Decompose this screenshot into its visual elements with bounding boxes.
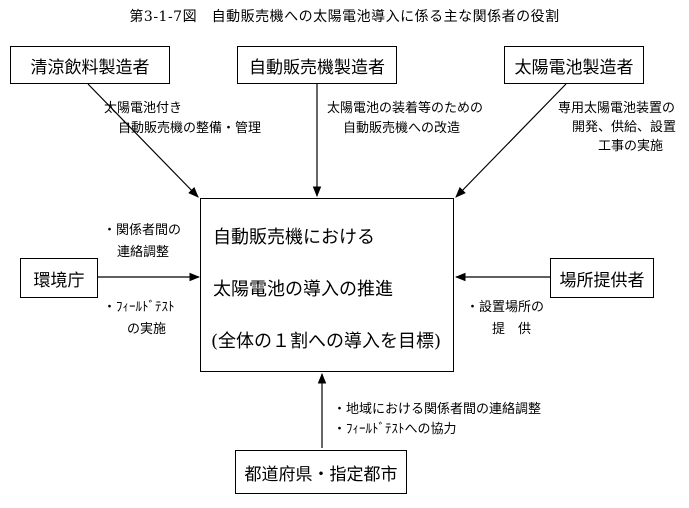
label-environment-bottom-2: の実施 <box>127 322 167 337</box>
box-environment-agency-label: 環境庁 <box>33 270 85 291</box>
label-environment-bottom-1: ・ﾌｨｰﾙﾄﾞﾃｽﾄ <box>103 300 175 315</box>
label-site-1: ・設置場所の <box>466 300 545 315</box>
label-site-2: 提 供 <box>492 322 532 337</box>
center-line-3: (全体の１割への導入を目標) <box>211 331 442 352</box>
box-site-provider: 場所提供者 <box>550 258 654 298</box>
box-soft-drink-maker-label: 清涼飲料製造者 <box>30 57 150 78</box>
label-soft-drink-2: 自動販売機の整備・管理 <box>118 121 262 136</box>
center-line-2: 太陽電池の導入の推進 <box>213 279 393 300</box>
label-environment-top-1: ・関係者間の <box>103 223 182 238</box>
box-soft-drink-maker: 清涼飲料製造者 <box>10 46 170 84</box>
box-solar-maker: 太陽電池製造者 <box>504 46 644 84</box>
center-box: 自動販売機における 太陽電池の導入の推進 (全体の１割への導入を目標) <box>200 198 454 372</box>
label-vending-2: 自動販売機への改造 <box>343 121 461 136</box>
label-prefecture-1: ・地域における関係者間の連絡調整 <box>333 402 542 417</box>
box-vending-maker-label: 自動販売機製造者 <box>249 57 385 78</box>
box-prefecture: 都道府県・指定都市 <box>235 450 407 494</box>
arrow-soft-drink <box>87 83 199 198</box>
label-vending-1: 太陽電池の装着等のための <box>327 101 484 116</box>
arrow-solar <box>455 83 567 198</box>
box-solar-maker-label: 太陽電池製造者 <box>514 57 634 78</box>
label-solar-1: 専用太陽電池装置の <box>558 101 676 116</box>
center-line-1: 自動販売機における <box>213 227 375 248</box>
box-prefecture-label: 都道府県・指定都市 <box>244 464 398 485</box>
box-vending-maker: 自動販売機製造者 <box>237 46 397 84</box>
label-prefecture-2: ・ﾌｨｰﾙﾄﾞﾃｽﾄへの協力 <box>333 422 457 437</box>
box-environment-agency: 環境庁 <box>20 258 98 298</box>
label-solar-3: 工事の実施 <box>598 139 664 154</box>
figure-title: 第3-1-7図 自動販売機への太陽電池導入に係る主な関係者の役割 <box>129 9 560 25</box>
box-site-provider-label: 場所提供者 <box>559 270 645 291</box>
label-soft-drink-1: 太陽電池付き <box>104 101 183 116</box>
label-environment-top-2: 連絡調整 <box>117 245 170 260</box>
label-solar-2: 開発、供給、設置 <box>572 120 677 135</box>
